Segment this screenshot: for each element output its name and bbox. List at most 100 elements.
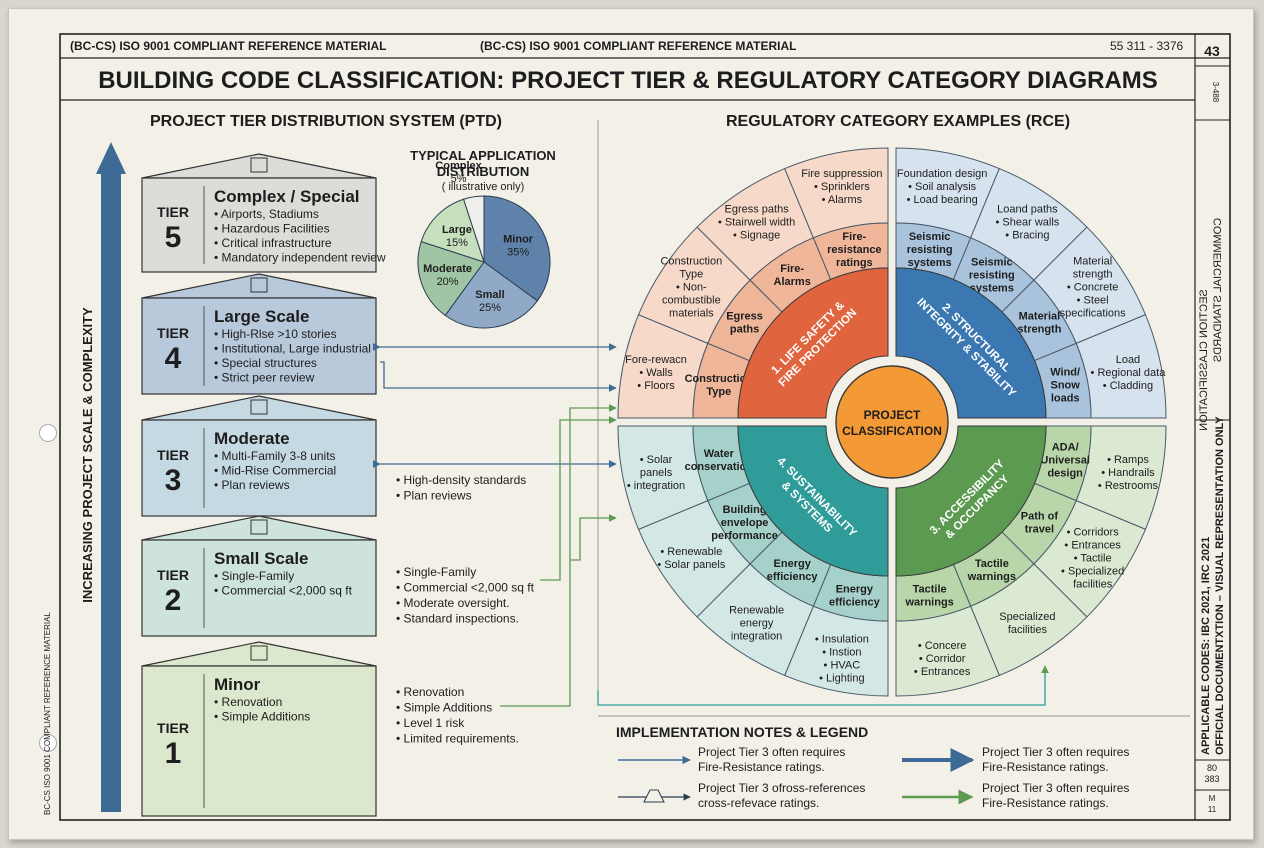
tier-item: • Plan reviews [214, 478, 290, 492]
outer-sector-label: • Regional data [1091, 367, 1167, 379]
outer-sector-label: Fore-rewacn [625, 354, 687, 366]
pie-value: 35% [507, 247, 529, 259]
tier-item: • Strict peer review [214, 371, 315, 385]
callout-line: • Moderate oversight. [396, 596, 510, 610]
outer-sector-label: • Solar panels [657, 559, 726, 571]
outer-sector-label: Specialized [999, 611, 1055, 623]
mid-sector-label: ratings [836, 257, 873, 269]
tier-item: • Single-Family [214, 569, 294, 583]
hub-label-2: CLASSIFICATION [842, 424, 942, 438]
outer-sector-label: facilities [1073, 578, 1113, 590]
outer-sector-label: • Tactile [1074, 552, 1112, 564]
mid-sector-label: Building [723, 504, 767, 516]
callout-line: • Single-Family [396, 565, 476, 579]
side-box2-b: 11 [1208, 805, 1217, 814]
rce-heading: REGULATORY CATEGORY EXAMPLES (RCE) [726, 113, 1070, 130]
outer-sector-label: • Entrances [914, 666, 971, 678]
side-box2-a: M [1209, 794, 1216, 803]
outer-sector-label: Foundation design [897, 168, 988, 180]
outer-sector-label: • Restrooms [1098, 480, 1159, 492]
header-left: (BC-CS) ISO 9001 COMPLIANT REFERENCE MAT… [70, 39, 386, 53]
outer-sector-label: Type [679, 269, 703, 281]
mid-sector-label: Universal [1040, 455, 1090, 467]
tier-stack: TIER 5 Complex / Special• Airports, Stadiu… [141, 153, 386, 817]
outer-sector-label: • Non- [676, 282, 707, 294]
side-strip: 3-488 SECTION CLASSIFICATION COMMERCIAL … [1198, 82, 1226, 814]
mid-sector-label: efficiency [767, 571, 819, 583]
mid-sector-label: warnings [967, 571, 1016, 583]
tier-item: • Mid-Rise Commercial [214, 464, 336, 478]
outer-sector-label: • Corridor [919, 653, 966, 665]
outer-sector-label: • Cladding [1103, 380, 1153, 392]
tier-number: 5 [165, 221, 182, 254]
ptd-heading: PROJECT TIER DISTRIBUTION SYSTEM (PTD) [150, 113, 502, 130]
building-icon [250, 277, 268, 293]
mid-sector-label: Tactile [913, 584, 947, 596]
legend-item-4-line1: Project Tier 3 often requires [982, 781, 1129, 795]
project-classification-hub [835, 365, 949, 479]
outer-sector-label: Material [1073, 256, 1112, 268]
outer-sector-label: Fire suppression [801, 168, 882, 180]
mid-sector-label: resisting [907, 244, 953, 256]
legend: IMPLEMENTATION NOTES & LEGEND Project Ti… [616, 724, 1129, 810]
callout-line: • Simple Additions [396, 701, 492, 715]
legend-item-4-line2: Fire-Resistance ratings. [982, 796, 1109, 810]
tier-item: • Renovation [214, 695, 282, 709]
tier-item: • Airports, Stadiums [214, 207, 319, 221]
side-box1-a: 80 [1207, 763, 1217, 773]
distribution-pie: TYPICAL APPLICATION DISTRIBUTION ( illus… [410, 148, 556, 329]
outer-sector-label: • HVAC [824, 659, 861, 671]
pie-slice-small [444, 261, 539, 329]
building-icon [250, 645, 268, 661]
mid-sector-label: Seismic [909, 231, 951, 243]
callout-line: • Standard inspections. [396, 612, 519, 626]
tier-title: Minor [214, 675, 261, 694]
outer-sector-label: • Load bearing [907, 194, 978, 206]
tier-title: Moderate [214, 429, 290, 448]
tier-item: • Hazardous Facilities [214, 222, 330, 236]
pie-label: Complex [435, 160, 482, 172]
mid-sector-label: Water [704, 448, 735, 460]
mid-sector-label: systems [970, 283, 1014, 295]
outer-sector-label: • Bracing [1005, 229, 1049, 241]
tier-title: Small Scale [214, 549, 309, 568]
outer-sector-label: • Lighting [819, 672, 864, 684]
mid-sector-label: Fire- [842, 231, 866, 243]
outer-sector-label: • Instion [822, 646, 861, 658]
category-band [895, 267, 1047, 419]
tier-item: • Multi-Family 3-8 units [214, 449, 336, 463]
complexity-axis: INCREASING PROJECT SCALE & COMPLEXITY [80, 142, 126, 812]
pie-value: 15% [446, 237, 468, 249]
tier-word: TIER [157, 447, 189, 463]
callout-line: • Commercial <2,000 sq ft [396, 581, 535, 595]
tier-item: • Mandatory independent review [214, 251, 386, 265]
side-box1-b: 383 [1204, 774, 1219, 784]
punch-hole [39, 424, 57, 442]
pie-title-2: DISTRIBUTION [437, 164, 529, 179]
mid-sector-label: envelope [721, 517, 769, 529]
category-band [737, 267, 889, 419]
outer-sector-label: • Floors [637, 380, 675, 392]
callout-line: • Limited requirements. [396, 732, 519, 746]
outer-sector-label: • Handrails [1101, 467, 1155, 479]
outer-sector-label: materials [669, 308, 714, 320]
tier-title: Complex / Special [214, 187, 360, 206]
callout-line: • Renovation [396, 685, 464, 699]
legend-heading: IMPLEMENTATION NOTES & LEGEND [616, 724, 868, 740]
tier-number: 1 [165, 737, 182, 770]
outer-sector-label: specifications [1060, 308, 1127, 320]
legend-item-1-line2: Fire-Resistance ratings. [698, 760, 825, 774]
tier-connectors [372, 343, 1049, 707]
tier-title: Large Scale [214, 307, 309, 326]
outer-sector-label: • Insulation [815, 633, 869, 645]
pie-value: 25% [479, 302, 501, 314]
side-mirror-1: SECTION CLASSIFICATION [1198, 289, 1210, 431]
category-band [737, 425, 889, 577]
outer-sector-label: • Ramps [1107, 454, 1149, 466]
page-title: BUILDING CODE CLASSIFICATION: PROJECT TI… [98, 67, 1158, 94]
